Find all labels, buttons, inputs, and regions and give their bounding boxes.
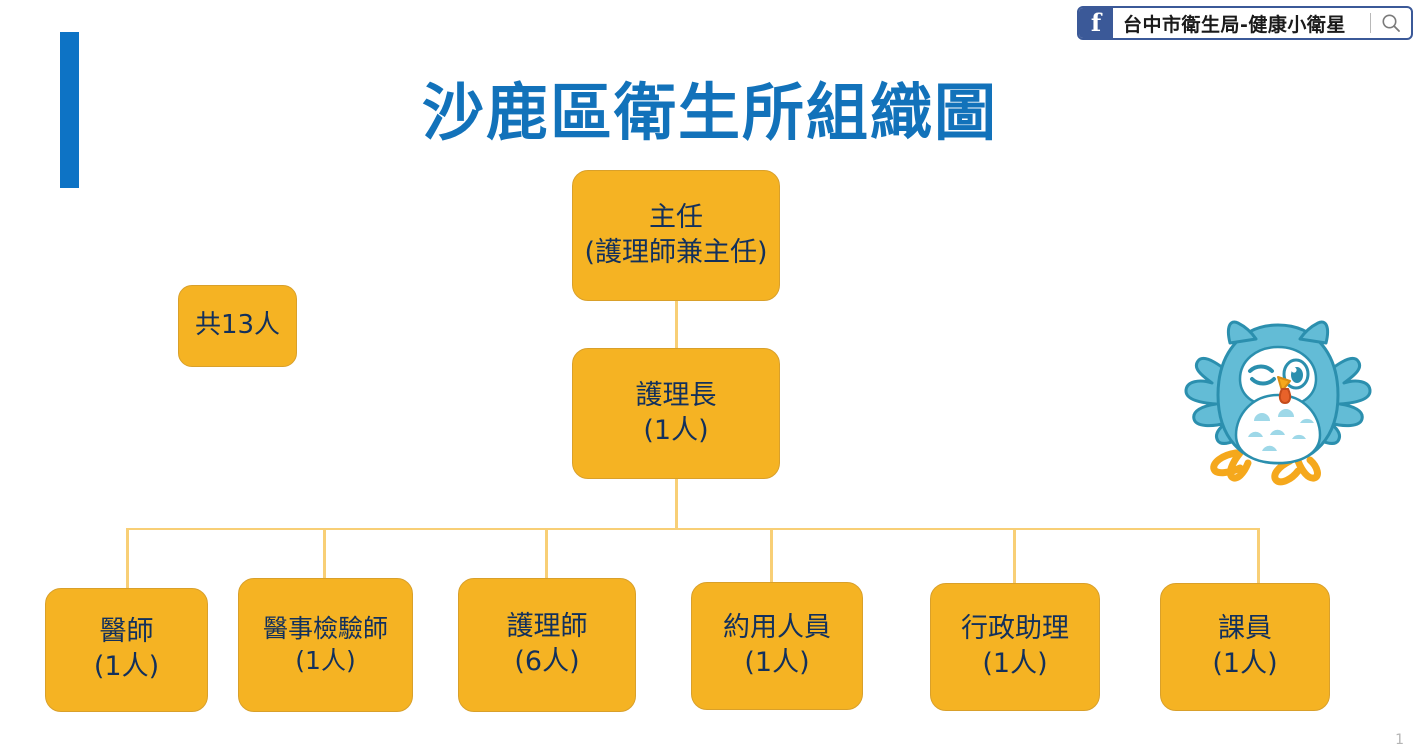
org-node-labtech: 醫事檢驗師 (1人) [238,578,413,712]
connector-drop-admin [1013,528,1016,583]
org-node-nurse-title: 護理師 [506,611,588,643]
org-node-admin-count: (1人) [982,648,1048,679]
title-accent-bar [60,32,79,188]
org-node-admin: 行政助理 (1人) [930,583,1100,711]
badge-divider [1370,13,1371,33]
org-node-nurse: 護理師 (6人) [458,578,636,712]
org-node-headnurse: 護理長 (1人) [572,348,780,479]
search-icon[interactable] [1371,8,1411,38]
org-node-headnurse-count: (1人) [643,414,709,446]
connector-horizontal-bus [126,528,1259,530]
org-node-chief-subtitle: (護理師兼主任) [584,236,768,268]
org-node-headnurse-title: 護理長 [635,379,717,411]
org-node-admin-title: 行政助理 [961,613,1069,645]
org-node-doctor: 醫師 (1人) [45,588,208,712]
org-node-clerk-count: (1人) [1212,648,1278,679]
org-node-doctor-count: (1人) [93,651,160,682]
page-title: 沙鹿區衛生所組織圖 [421,76,998,149]
facebook-page-badge[interactable]: f 台中市衛生局-健康小衛星 [1077,6,1413,40]
facebook-icon: f [1079,8,1113,38]
facebook-page-name: 台中市衛生局-健康小衛星 [1123,13,1346,36]
org-node-doctor-title: 醫師 [99,616,154,648]
total-headcount-box: 共13人 [178,285,297,367]
connector-drop-contract [770,528,773,582]
org-node-chief: 主任 (護理師兼主任) [572,170,780,301]
connector-headnurse-to-bus [675,479,678,528]
connector-drop-nurse [545,528,548,578]
org-node-nurse-count: (6人) [514,646,580,677]
org-node-clerk-title: 課員 [1218,613,1272,645]
org-node-contract-title: 約用人員 [723,612,831,644]
connector-chief-to-headnurse [675,301,678,348]
org-node-clerk: 課員 (1人) [1160,583,1330,711]
total-headcount-label: 共13人 [194,310,281,341]
org-node-contract: 約用人員 (1人) [691,582,863,710]
org-node-labtech-count: (1人) [295,646,356,675]
org-node-contract-count: (1人) [744,647,810,678]
connector-drop-clerk [1257,528,1260,583]
org-node-chief-title: 主任 [649,201,703,233]
connector-drop-doctor [126,528,129,588]
page-number: 1 [1395,732,1404,748]
org-node-labtech-title: 醫事檢驗師 [262,614,388,643]
owl-mascot [1178,303,1378,488]
connector-drop-labtech [323,528,326,578]
